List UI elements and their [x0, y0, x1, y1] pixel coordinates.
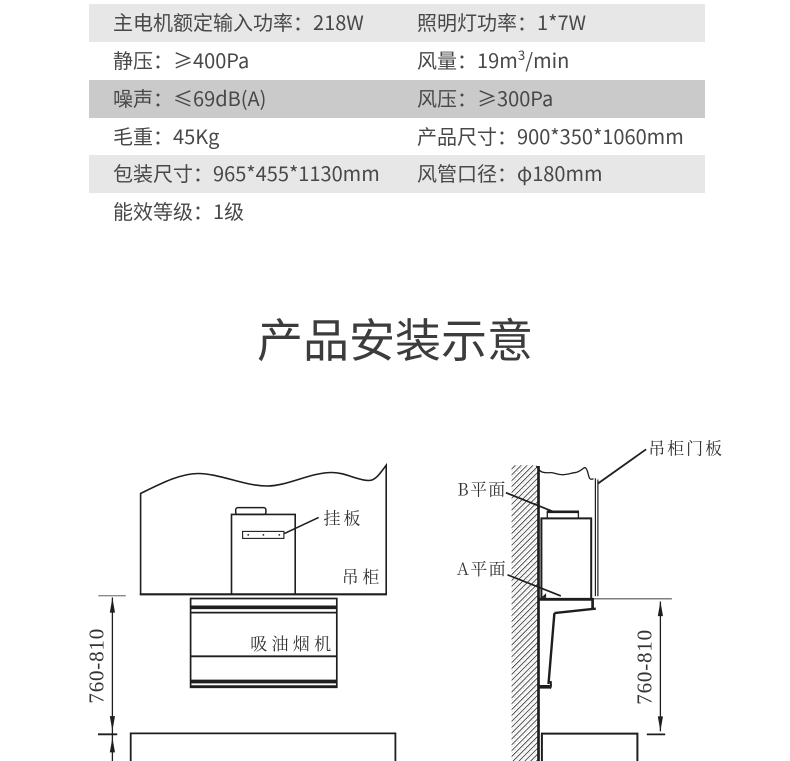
svg-text:吊柜: 吊柜: [342, 563, 383, 588]
svg-text:A平面: A平面: [457, 555, 507, 580]
svg-text:挂板: 挂板: [324, 505, 364, 530]
svg-text:吊柜门板: 吊柜门板: [648, 435, 724, 460]
svg-text:B平面: B平面: [457, 476, 506, 501]
svg-text:760-810: 760-810: [633, 629, 657, 705]
svg-text:吸油烟机: 吸油烟机: [250, 630, 335, 655]
svg-text:760-810: 760-810: [85, 628, 109, 704]
